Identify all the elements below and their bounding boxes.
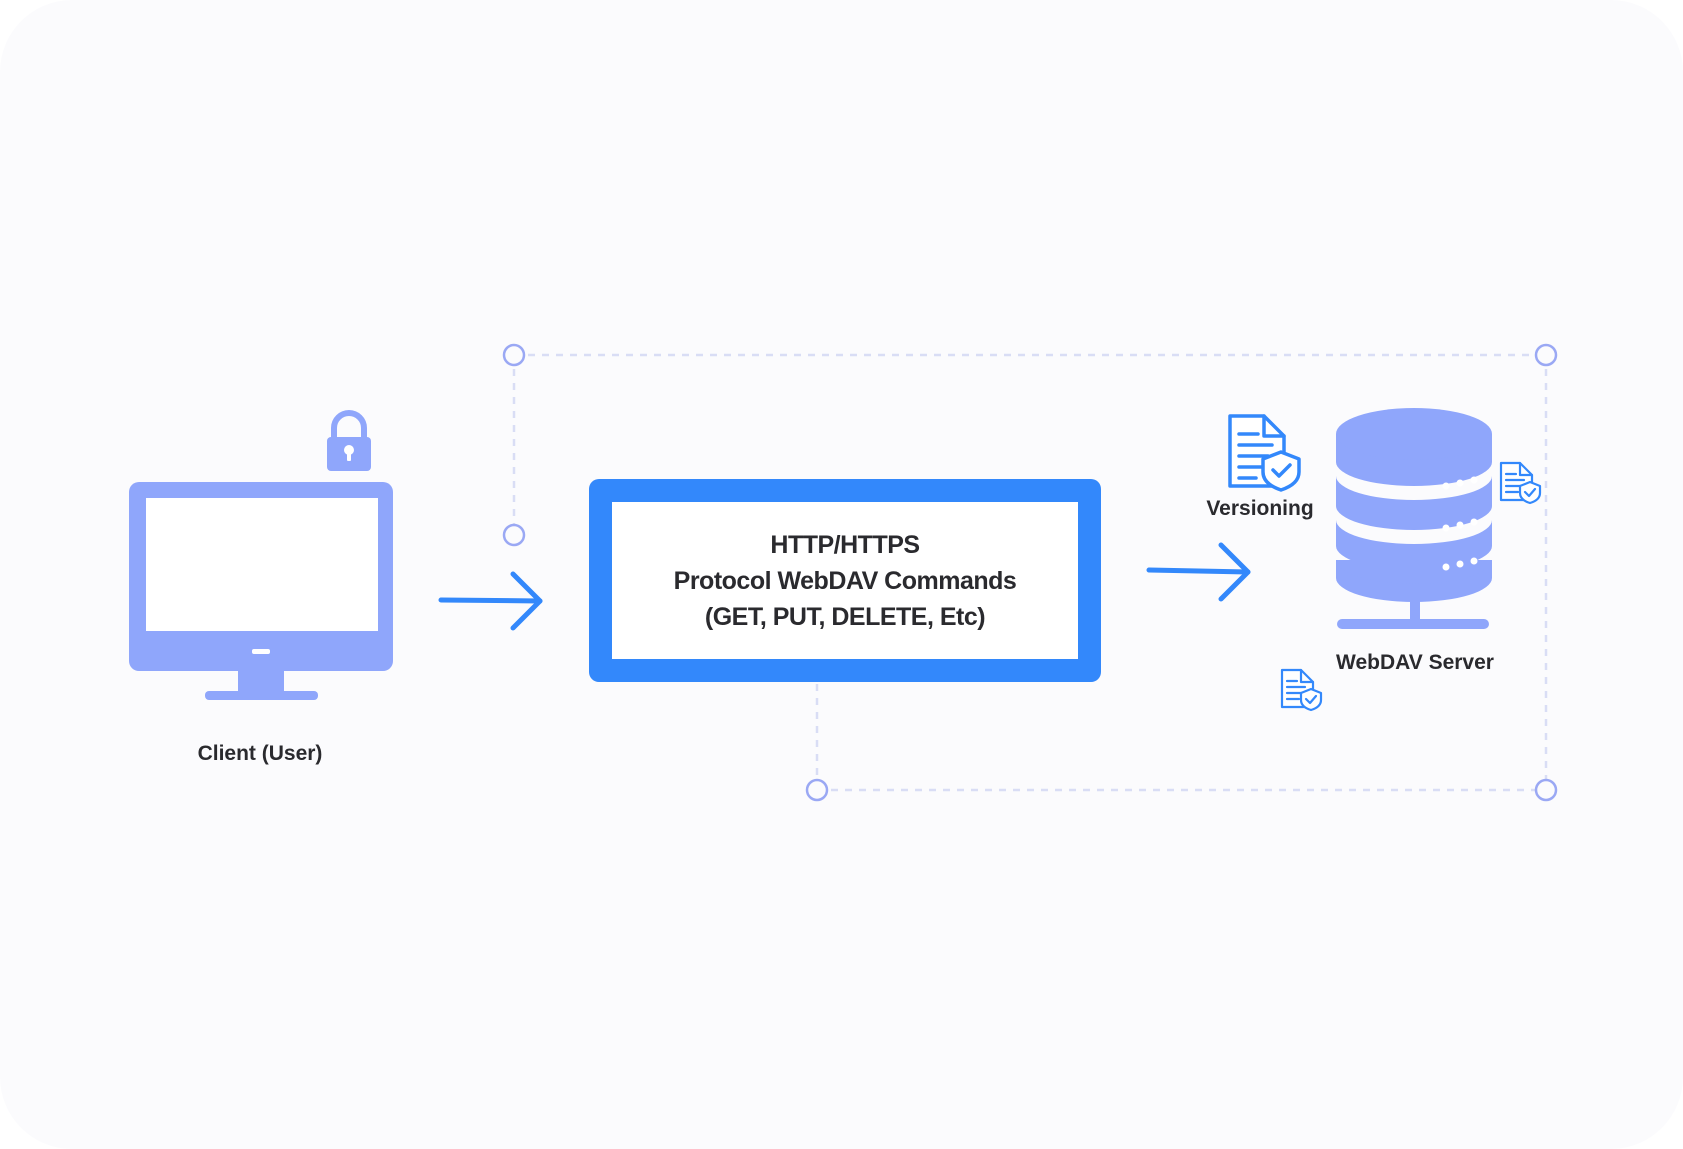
client-label: Client (User): [197, 742, 323, 765]
protocol-box[interactable]: HTTP/HTTPS Protocol WebDAV Commands (GET…: [589, 479, 1101, 682]
handle-bottom-left[interactable]: [805, 778, 829, 802]
handle-bottom-right[interactable]: [1534, 778, 1558, 802]
server-label: WebDAV Server: [1336, 651, 1494, 674]
protocol-line-1: HTTP/HTTPS: [770, 530, 920, 559]
protocol-line-2: Protocol WebDAV Commands: [673, 566, 1017, 595]
handle-top-left[interactable]: [502, 343, 526, 367]
handle-mid-left[interactable]: [502, 523, 526, 547]
handle-top-right[interactable]: [1534, 343, 1558, 367]
protocol-line-3: (GET, PUT, DELETE, Etc): [704, 602, 986, 631]
versioning-label: Versioning: [1206, 497, 1314, 520]
